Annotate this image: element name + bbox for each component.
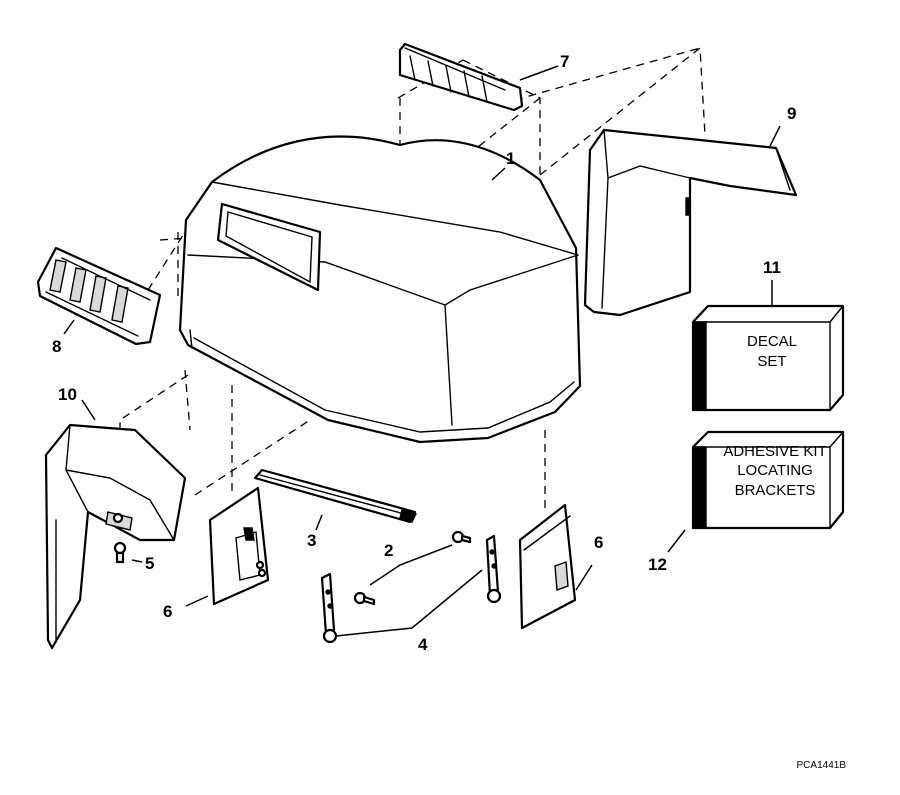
top-vent-grille-part <box>398 42 524 112</box>
seal-strip-part <box>253 468 418 524</box>
motor-cover-part <box>178 135 582 444</box>
callout-11: 11 <box>763 258 781 277</box>
rear-cover-part <box>583 128 798 317</box>
callout-4: 4 <box>418 635 428 654</box>
decal-set-line-1: DECAL <box>747 333 797 350</box>
callout-7: 7 <box>560 52 569 71</box>
callout-9: 9 <box>787 104 796 123</box>
callout-numbers: 1 2 3 4 5 6 6 7 8 9 10 11 12 <box>52 52 796 654</box>
callout-1: 1 <box>506 149 515 168</box>
adhesive-kit-box: ADHESIVE KIT LOCATING BRACKETS <box>691 430 845 530</box>
drawing-number: PCA1441B <box>797 760 847 771</box>
right-side-plate-part <box>518 503 577 630</box>
alignment-lines <box>119 46 706 510</box>
screws-part <box>353 530 472 606</box>
callout-5: 5 <box>145 554 154 573</box>
brackets-part <box>320 534 502 644</box>
callout-6-left: 6 <box>163 602 172 621</box>
callout-2: 2 <box>384 541 393 560</box>
left-lower-cover-part <box>44 423 187 650</box>
adhesive-kit-line-2: LOCATING <box>737 462 813 479</box>
callout-3: 3 <box>307 531 316 550</box>
side-vent-grille-part <box>36 246 162 346</box>
callout-10: 10 <box>58 385 77 404</box>
leader-lines <box>63 65 781 637</box>
adhesive-kit-line-1: ADHESIVE KIT <box>723 443 826 460</box>
screw-5-part <box>113 541 127 564</box>
decal-set-box: DECAL SET <box>691 304 845 412</box>
callout-12: 12 <box>648 555 667 574</box>
left-side-plate-part <box>208 486 270 606</box>
callout-6-right: 6 <box>594 533 603 552</box>
adhesive-kit-line-3: BRACKETS <box>735 482 816 499</box>
callout-8: 8 <box>52 337 61 356</box>
decal-set-line-2: SET <box>757 353 786 370</box>
